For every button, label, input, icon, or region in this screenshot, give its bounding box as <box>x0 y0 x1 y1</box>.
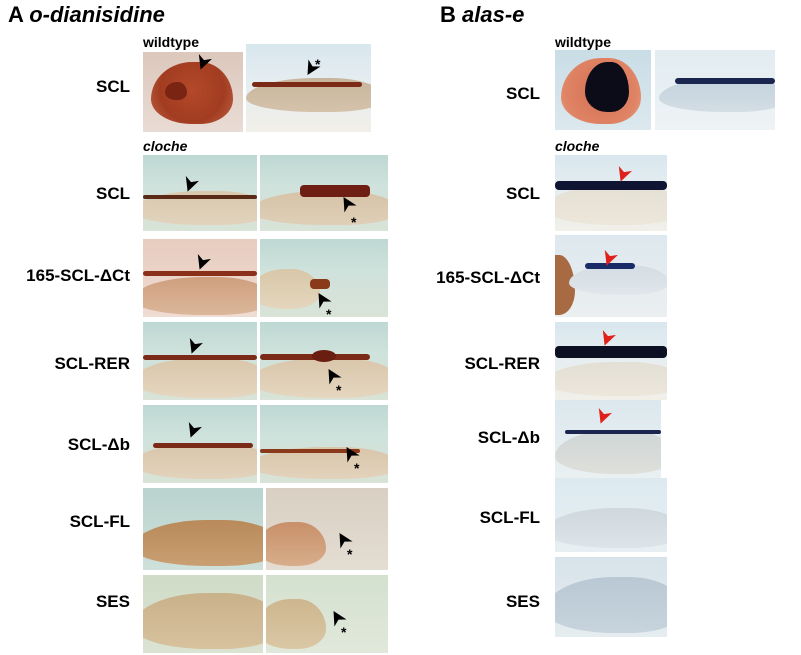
panel-a-scl-fl-left-image <box>143 488 263 570</box>
asterisk-marker: * <box>315 56 321 72</box>
panel-a-scl-db-right-image <box>260 405 388 483</box>
panel-a-gene: o-dianisidine <box>29 2 165 27</box>
panel-a-wildtype-head-image <box>143 52 243 132</box>
panel-b-letter: B <box>440 2 456 27</box>
arrowhead-icon <box>318 292 332 309</box>
arrowhead-icon <box>197 254 211 270</box>
red-arrowhead-icon <box>598 408 612 424</box>
asterisk-marker: * <box>341 624 347 640</box>
panel-b-scl-rer-image <box>555 322 667 400</box>
panel-a-wildtype-tail-image <box>246 44 371 132</box>
panel-a-row-label-scl-fl: SCL-FL <box>69 512 130 531</box>
panel-a-row-label-wildtype-scl: SCL <box>96 77 130 96</box>
panel-a-165-scl-dct-left-image <box>143 239 257 317</box>
asterisk-marker: * <box>336 382 342 398</box>
panel-a-scl-fl-right-image <box>266 488 388 570</box>
panel-b-scl-image <box>555 155 667 231</box>
panel-b-scl-db-image <box>555 400 661 480</box>
red-arrowhead-icon <box>602 330 616 346</box>
arrowhead-icon <box>198 54 212 70</box>
panel-b-row-label-scl-rer: SCL-RER <box>464 354 540 373</box>
arrowhead-icon <box>185 176 199 192</box>
asterisk-marker: * <box>351 214 357 230</box>
panel-a-row-label-scl-db: SCL-Δb <box>67 435 130 454</box>
panel-a-ses-left-image <box>143 575 263 653</box>
asterisk-marker: * <box>354 460 360 476</box>
panel-a-letter: A <box>8 2 24 27</box>
panel-a-165-scl-dct-right-image <box>260 239 388 317</box>
panel-a-row-label-ses: SES <box>95 592 130 611</box>
panel-b-ses-image <box>555 557 667 637</box>
panel-a-title: A o-dianisidine <box>8 2 165 28</box>
panel-a-scl-rer-right-image <box>260 322 388 400</box>
arrowhead-icon <box>346 446 360 463</box>
panel-b-row-label-scl-fl: SCL-FL <box>479 508 540 527</box>
panel-a-row-label-165-scl-dct: 165-SCL-ΔCt <box>26 266 130 285</box>
asterisk-marker: * <box>326 306 332 322</box>
panel-b-row-label-scl: SCL <box>506 184 540 203</box>
panel-b-wildtype-head-image <box>555 50 651 130</box>
red-arrowhead-icon <box>604 250 618 266</box>
panel-a-row-label-scl-rer: SCL-RER <box>54 354 130 373</box>
panel-a-scl-left-image <box>143 155 257 231</box>
panel-b-title: B alas-e <box>440 2 524 28</box>
panel-b-row-label-165-scl-dct: 165-SCL-ΔCt <box>436 268 540 287</box>
panel-a-scl-db-left-image <box>143 405 257 483</box>
panel-b-165-scl-dct-image <box>555 235 667 317</box>
panel-b-wildtype-tail-image <box>655 50 775 130</box>
panel-b-cloche-label: cloche <box>555 138 600 154</box>
arrowhead-icon <box>328 368 342 385</box>
arrowhead-icon <box>307 59 321 76</box>
panel-a-scl-right-image <box>260 155 388 231</box>
panel-b-scl-fl-image <box>555 478 667 552</box>
arrowhead-icon <box>343 196 357 213</box>
panel-b-row-label-wildtype-scl: SCL <box>506 84 540 103</box>
arrowhead-icon <box>189 338 203 354</box>
arrowhead-icon <box>339 532 353 549</box>
panel-a-wildtype-label: wildtype <box>143 34 200 50</box>
red-arrowhead-icon <box>618 166 632 182</box>
panel-b-row-label-ses: SES <box>505 592 540 611</box>
panel-b-wildtype-label: wildtype <box>555 34 612 50</box>
asterisk-marker: * <box>347 546 353 562</box>
panel-a-ses-right-image <box>266 575 388 653</box>
panel-a-cloche-label: cloche <box>143 138 188 154</box>
arrowhead-icon <box>333 610 347 627</box>
panel-a-row-label-scl: SCL <box>96 184 130 203</box>
panel-b-row-label-scl-db: SCL-Δb <box>477 428 540 447</box>
panel-b-gene: alas-e <box>462 2 525 27</box>
panel-a-scl-rer-left-image <box>143 322 257 400</box>
arrowhead-icon <box>188 422 202 438</box>
